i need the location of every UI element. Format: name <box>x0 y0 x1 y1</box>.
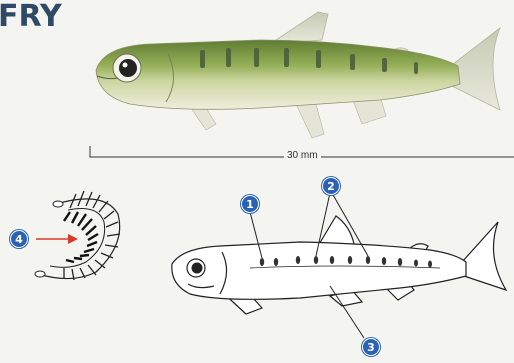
red-arrow <box>36 234 78 244</box>
scale-bar-label: 30 mm <box>284 150 321 161</box>
line-drawing-eye <box>187 259 205 277</box>
callout-badge: 2 <box>322 177 340 195</box>
callout-badge: 4 <box>10 230 28 248</box>
colored-fry-illustration <box>96 12 500 138</box>
gill-arch-illustration <box>35 191 120 280</box>
callout-badge: 1 <box>241 195 259 213</box>
callout-badge: 3 <box>362 338 380 356</box>
